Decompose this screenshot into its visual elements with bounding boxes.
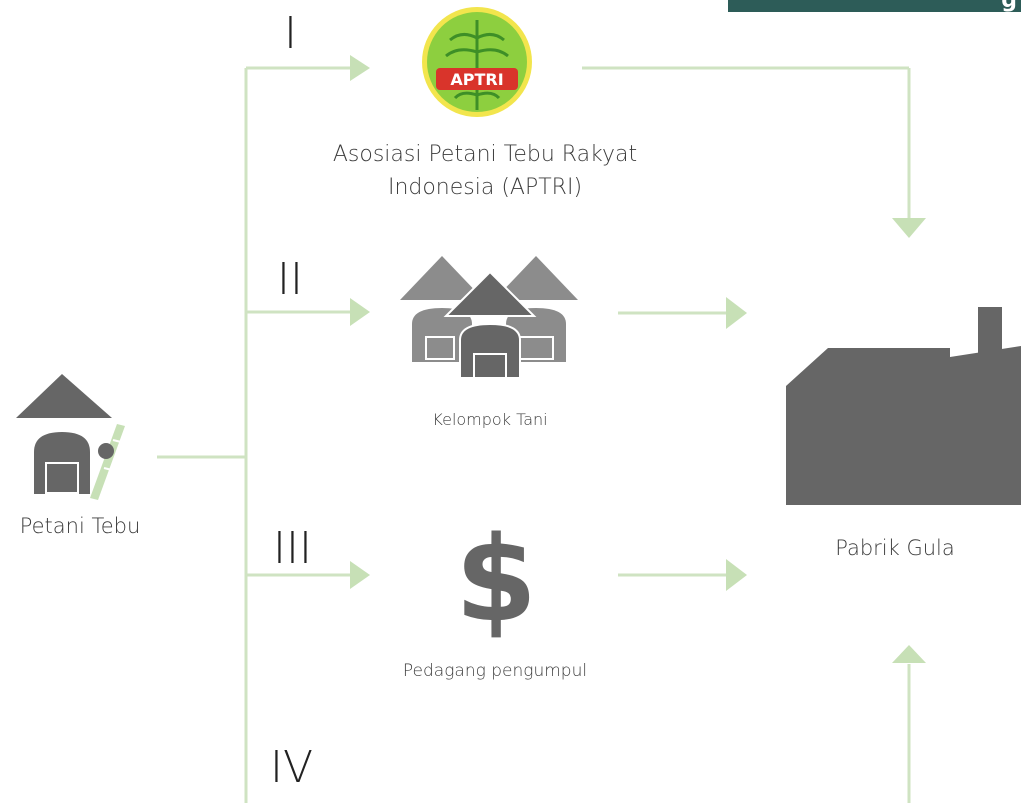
factory-label: Pabrik Gula <box>835 536 955 560</box>
arrow-aptri-to-factory <box>892 218 926 238</box>
arrow-trader-to-factory <box>726 559 747 591</box>
arrow-to-aptri <box>350 55 370 81</box>
aptri-label: Asosiasi Petani Tebu Rakyat Indonesia (A… <box>300 138 670 204</box>
farmer-group-icon <box>400 256 578 379</box>
aptri-label-line-2: Indonesia (APTRI) <box>387 175 583 200</box>
header-banner-letter: g <box>1001 0 1017 13</box>
dollar-sign-icon: $ <box>455 510 537 648</box>
aptri-logo: APTRI <box>422 7 532 117</box>
channel-numeral-iv: IV <box>270 742 314 793</box>
channel-numeral-ii: II <box>277 254 303 305</box>
arrow-to-trader <box>350 561 370 589</box>
group-label: Kelompok Tani <box>432 410 548 429</box>
channel-numeral-i: I <box>284 8 297 59</box>
farmer-with-sugarcane-icon <box>16 374 125 500</box>
header-banner: g <box>728 0 1021 13</box>
channel-numeral-iii: III <box>273 523 312 574</box>
aptri-label-line-1: Asosiasi Petani Tebu Rakyat <box>332 142 638 167</box>
connector-lines <box>157 66 911 803</box>
factory-icon <box>786 307 1021 505</box>
aptri-logo-text: APTRI <box>450 70 503 89</box>
trader-label: Pedagang pengumpul <box>402 661 588 681</box>
arrowheads <box>350 55 926 663</box>
arrow-group-to-factory <box>726 297 747 329</box>
arrow-to-group <box>350 298 370 326</box>
arrow-channel-iv-to-factory <box>892 645 926 663</box>
farmer-label: Petani Tebu <box>19 514 141 538</box>
